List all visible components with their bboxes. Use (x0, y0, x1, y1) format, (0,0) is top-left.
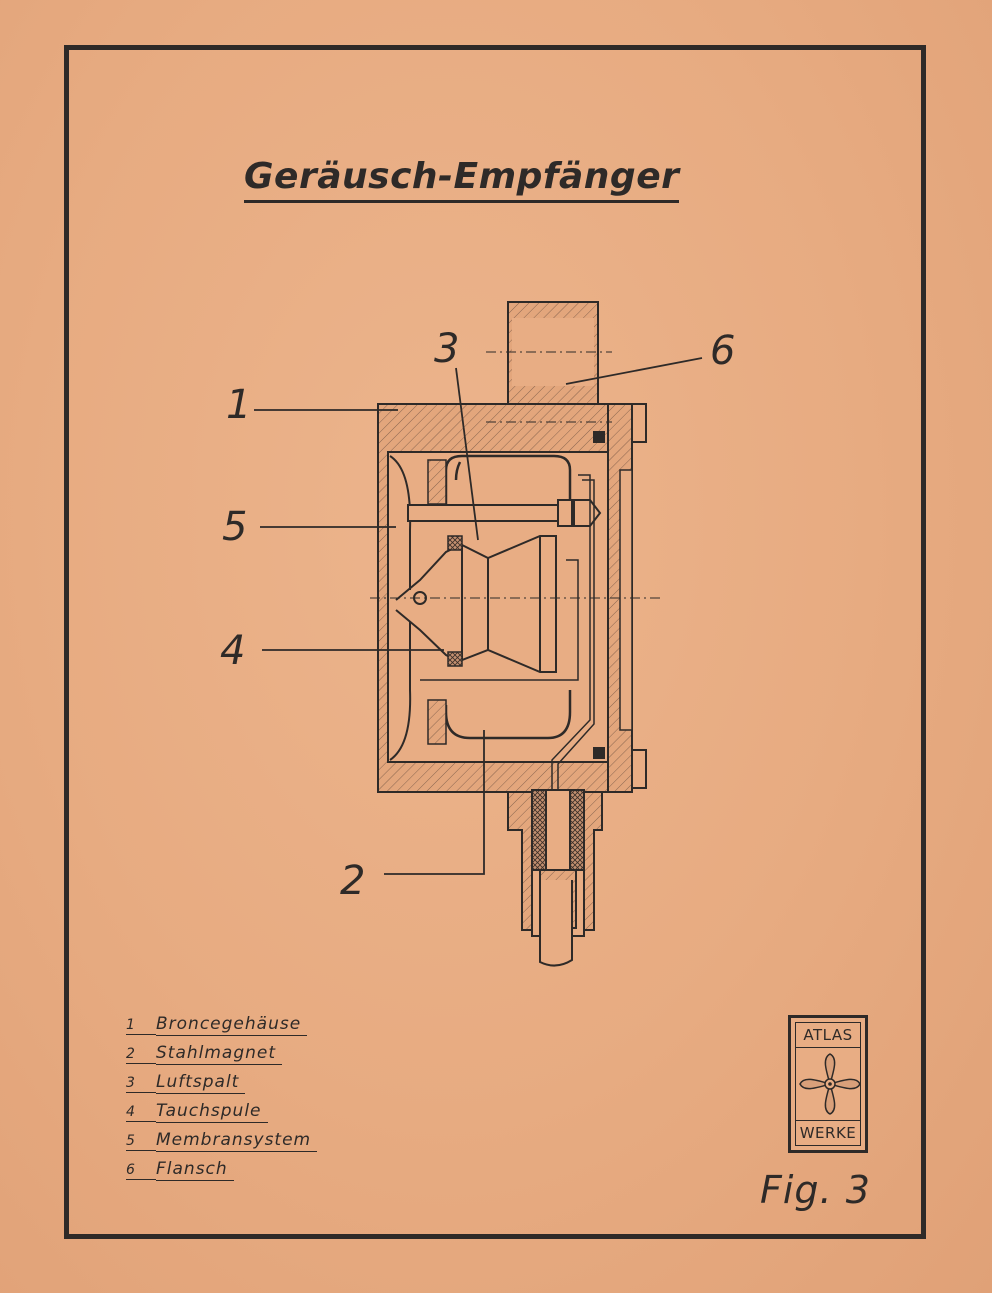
drawing-frame (64, 45, 926, 1239)
legend-item: 1 Broncegehäuse (126, 1014, 426, 1043)
legend-item: 2 Stahlmagnet (126, 1043, 426, 1072)
legend-item: 4 Tauchspule (126, 1101, 426, 1130)
propeller-icon (799, 1053, 861, 1115)
callout-6: 6 (710, 328, 735, 374)
legend-item: 3 Luftspalt (126, 1072, 426, 1101)
legend-label: Stahlmagnet (156, 1043, 283, 1065)
legend-number: 6 (126, 1162, 156, 1180)
figure-label: Fig. 3 (760, 1168, 871, 1212)
legend-label: Luftspalt (156, 1072, 246, 1094)
logo-emblem (795, 1048, 861, 1120)
legend-item: 6 Flansch (126, 1159, 426, 1188)
callout-4: 4 (220, 628, 245, 674)
parts-legend: 1 Broncegehäuse 2 Stahlmagnet 3 Luftspal… (126, 1014, 426, 1188)
bolt-top (631, 403, 647, 443)
callout-numbers: 1 2 3 4 5 6 (220, 326, 735, 904)
callout-3: 3 (434, 326, 459, 372)
atlas-werke-logo: ATLAS WERKE (788, 1015, 868, 1153)
leader-6 (565, 357, 703, 385)
logo-bottom-text: WERKE (795, 1120, 861, 1146)
legend-label: Membransystem (156, 1130, 318, 1152)
legend-number: 5 (126, 1133, 156, 1151)
cable-gland (507, 789, 603, 967)
leader-2 (384, 730, 485, 875)
voice-coil (427, 459, 463, 745)
legend-number: 4 (126, 1104, 156, 1122)
center-lines (370, 351, 660, 599)
wiring (420, 474, 595, 790)
legend-number: 1 (126, 1017, 156, 1035)
leader-lines (254, 357, 703, 875)
pole-piece (461, 535, 557, 673)
legend-item: 5 Membransystem (126, 1130, 426, 1159)
legend-label: Flansch (156, 1159, 234, 1181)
leader-3 (455, 367, 479, 541)
center-bolt (407, 499, 602, 527)
logo-top-text: ATLAS (795, 1022, 861, 1048)
legend-label: Broncegehäuse (156, 1014, 308, 1036)
legend-number: 3 (126, 1075, 156, 1093)
callout-2: 2 (340, 858, 365, 904)
legend-label: Tauchspule (156, 1101, 268, 1123)
drawing-title: Geräusch-Empfänger (244, 156, 680, 203)
callout-1: 1 (226, 382, 251, 428)
legend-number: 2 (126, 1046, 156, 1064)
bolt-bottom (631, 749, 647, 789)
callout-5: 5 (222, 504, 247, 550)
